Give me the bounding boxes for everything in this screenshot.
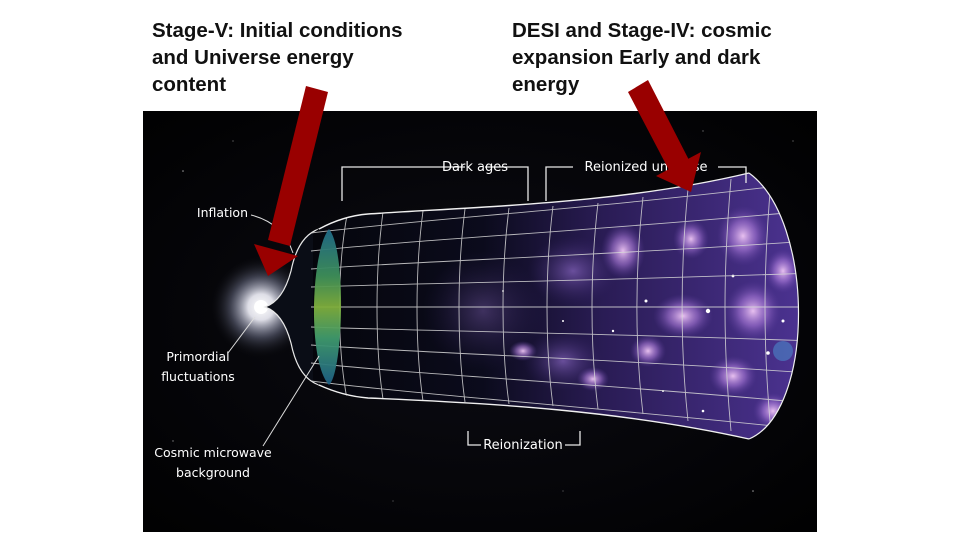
tube-bottom-edge bbox=[318, 384, 750, 440]
primordial-label-line2: fluctuations bbox=[161, 369, 235, 384]
stage-v-heading-line: content bbox=[152, 73, 227, 96]
primordial-label-line1: Primordial bbox=[166, 349, 229, 364]
cmb-label-line1: Cosmic microwave bbox=[154, 445, 272, 460]
universe-history-svg: Dark ages Reionized universe Reionizatio… bbox=[143, 111, 817, 532]
stage-v-heading-line: Stage-V: Initial conditions bbox=[152, 19, 403, 42]
desi-heading-line: DESI and Stage-IV: cosmic bbox=[512, 19, 772, 42]
desi-stage-iv-heading: DESI and Stage-IV: cosmic expansion Earl… bbox=[512, 17, 772, 98]
reionization-label: Reionization bbox=[483, 438, 563, 453]
stage-v-heading: Stage-V: Initial conditions and Universe… bbox=[152, 17, 403, 98]
cmb-pointer bbox=[262, 355, 320, 447]
big-bang-core bbox=[254, 300, 268, 314]
cmb-label-line2: background bbox=[176, 465, 250, 480]
reionized-universe-label: Reionized universe bbox=[585, 160, 708, 175]
desi-heading-line: expansion Early and dark bbox=[512, 46, 761, 69]
inflation-label: Inflation bbox=[197, 205, 248, 220]
desi-heading-line: energy bbox=[512, 73, 580, 96]
dark-ages-label: Dark ages bbox=[442, 160, 508, 175]
reionization-bracket bbox=[467, 431, 581, 446]
tube-end-edge bbox=[748, 172, 799, 440]
stage-v-heading-line: and Universe energy bbox=[152, 46, 354, 69]
cmb-surface bbox=[313, 229, 342, 385]
universe-history-diagram: Dark ages Reionized universe Reionizatio… bbox=[143, 111, 817, 532]
reionized-universe-bracket bbox=[545, 166, 747, 201]
primordial-pointer bbox=[227, 316, 256, 354]
background-stars bbox=[172, 130, 794, 502]
dark-ages-bracket bbox=[341, 166, 529, 201]
